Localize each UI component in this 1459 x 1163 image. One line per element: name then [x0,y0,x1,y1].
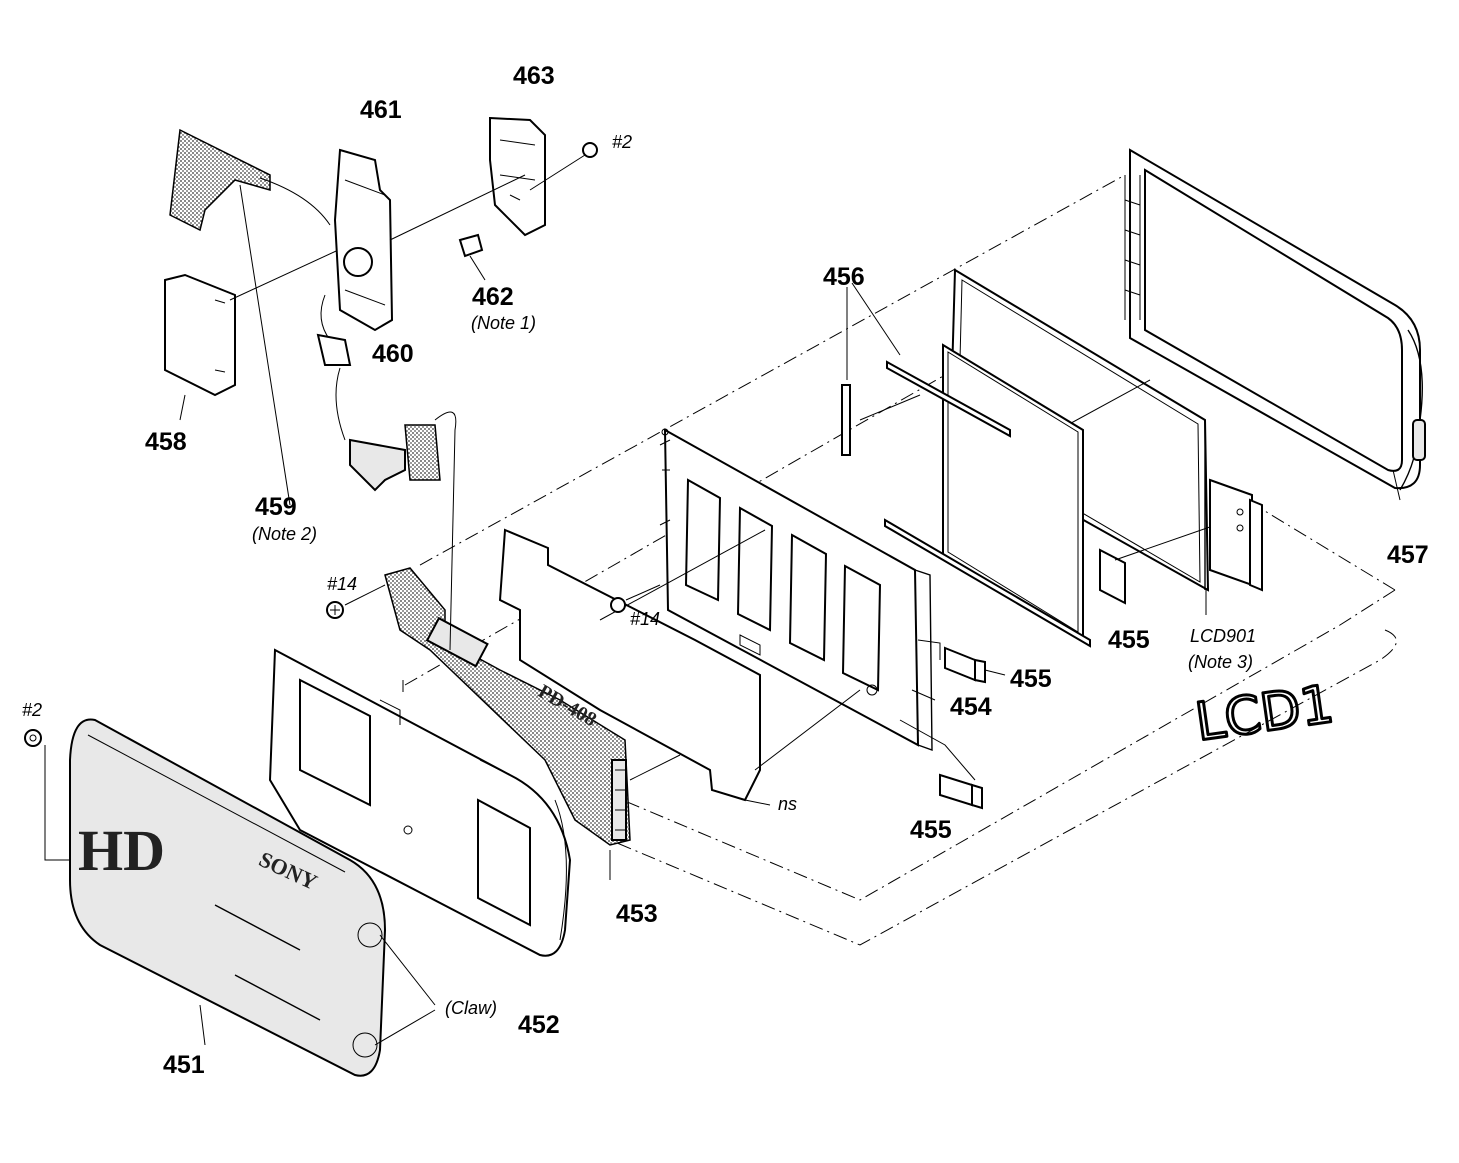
label-454: 454 [950,693,992,721]
lcd901-label: LCD901 [1190,626,1256,646]
part-459-flex-lower [349,411,457,651]
part-456-bands [841,282,1091,648]
part-452-inner-cabinet [268,648,572,957]
part-451-front-cabinet: HD SONY [24,718,436,1077]
screw-14-left-label: #14 [327,574,357,594]
part-461-hinge [320,148,394,341]
label-455-right: 455 [1108,626,1150,654]
screw-2-top [529,142,598,191]
part-460-clip [316,333,352,441]
note-3-label: (Note 3) [1188,652,1253,672]
part-454-shield-frame [659,428,976,781]
part-455-pads [939,646,1006,810]
part-462-block [458,233,486,281]
part-463-hinge-bracket [389,116,546,241]
screw-14-left [326,584,386,619]
screw-14-center [610,584,661,613]
note-2-label: (Note 2) [252,524,317,544]
label-451: 451 [163,1051,205,1079]
label-463: 463 [513,62,555,90]
label-460: 460 [372,340,414,368]
screw-14-center-label: #14 [630,609,660,629]
label-457: 457 [1387,541,1429,569]
screw-2-top-label: #2 [612,132,632,152]
lcd-side-bracket [1209,478,1263,592]
ns-label: ns [778,794,797,814]
label-456: 456 [823,263,865,291]
label-452: 452 [518,1011,560,1039]
handwritten-lcd1: LCD1 [1192,674,1337,753]
part-459-flex-upper [169,128,331,506]
claw-label: (Claw) [445,998,497,1018]
note-1-label: (Note 1) [471,313,536,333]
label-459: 459 [255,493,297,521]
insulating-sheet [498,528,861,806]
label-462: 462 [472,283,514,311]
part-457-lcd-frame [1124,148,1426,501]
lcd1-boundary [404,174,1397,946]
label-461: 461 [360,96,402,124]
screw-2-left-label: #2 [22,700,42,720]
hd-logo: HD [78,818,165,883]
label-455-mid: 455 [1010,665,1052,693]
label-453: 453 [616,900,658,928]
label-455-lower: 455 [910,816,952,844]
label-458: 458 [145,428,187,456]
